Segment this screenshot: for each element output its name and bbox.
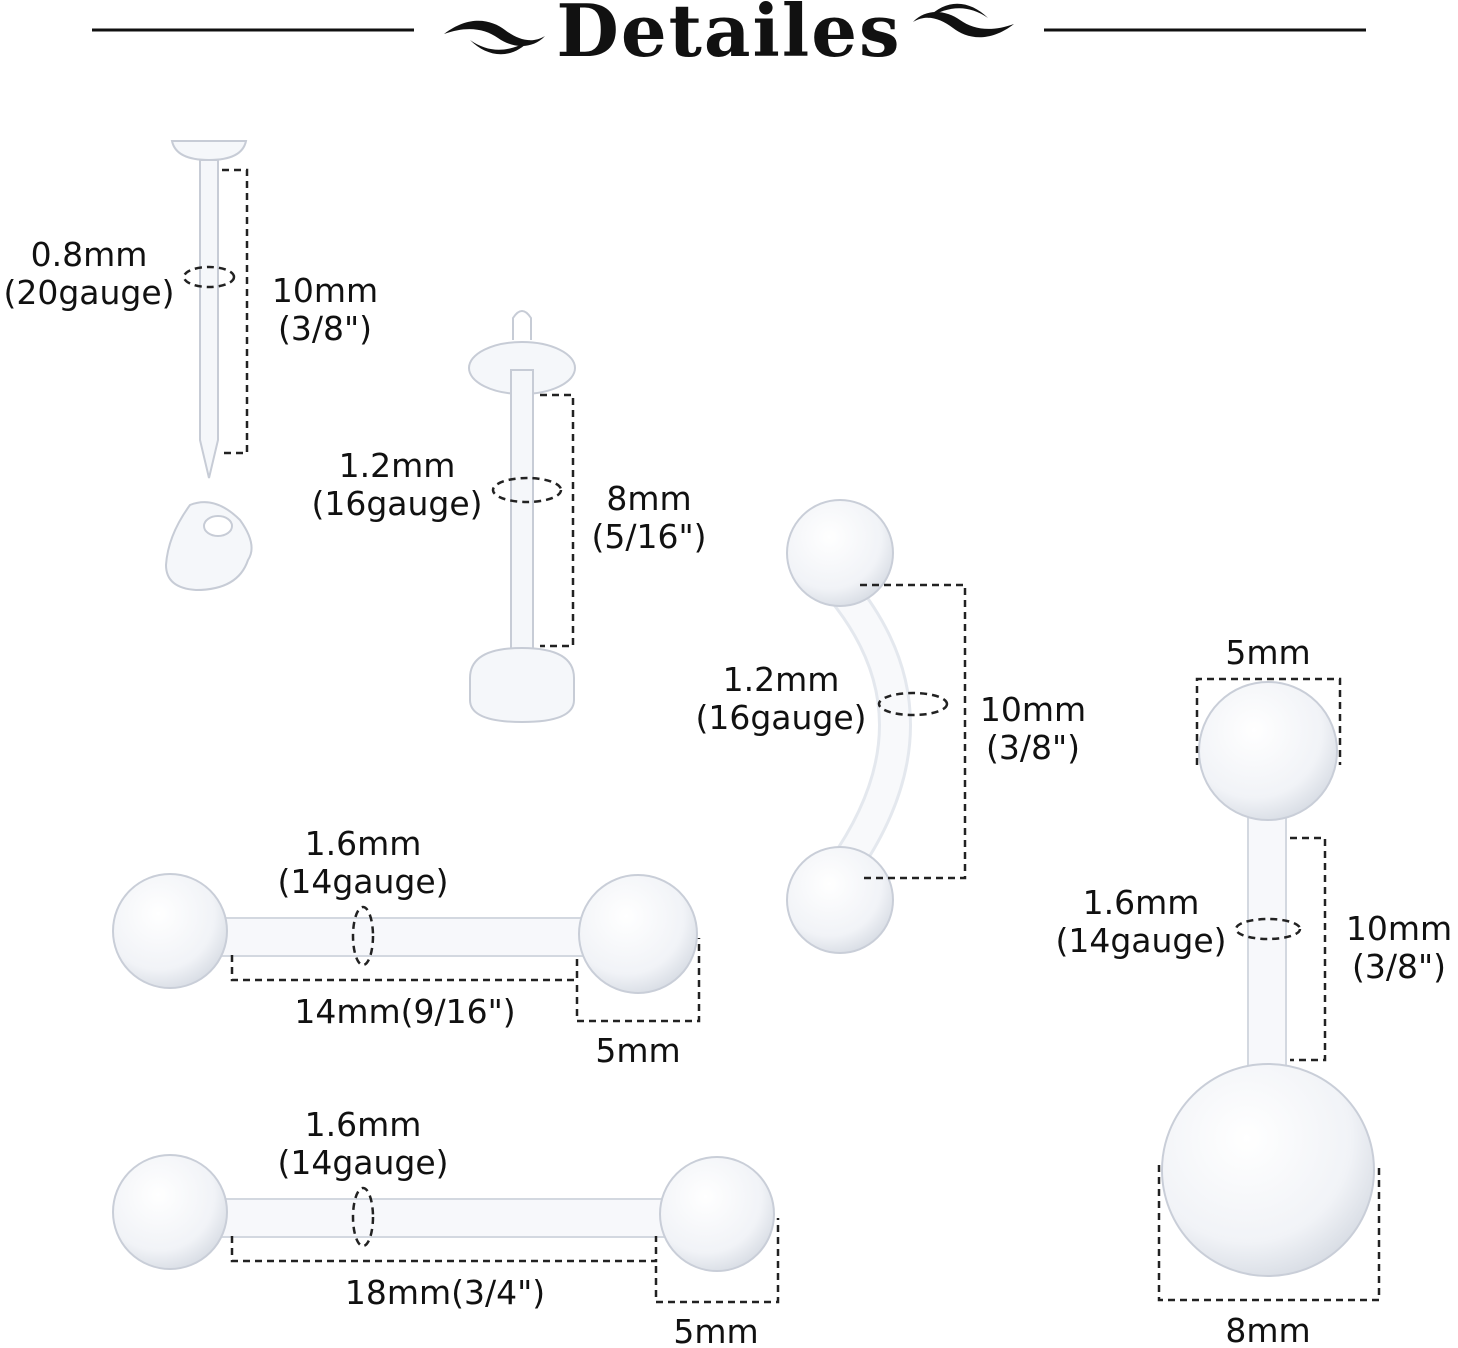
item4-ball-size: 5mm (595, 1031, 681, 1070)
item2-length-mm: 8mm (606, 479, 692, 518)
item6-gauge-mm: 1.6mm (1082, 883, 1200, 922)
item4-gauge-label: (14gauge) (277, 862, 449, 901)
page-title: Detailes (556, 0, 902, 73)
flat-back-labret (468, 310, 576, 724)
item1-length-label: (3/8") (277, 309, 373, 348)
swirl-ornament-right-icon (913, 3, 1014, 38)
item3-gauge-label: (16gauge) (695, 698, 867, 737)
curved-barbell (786, 499, 912, 954)
item3-gauge: 1.2mm (16gauge) (688, 661, 874, 737)
item2-length: 8mm (5/16") (584, 480, 714, 556)
item3-length-label: (3/8") (985, 728, 1081, 767)
item6-gauge: 1.6mm (14gauge) (1046, 884, 1236, 960)
item6-dimension-lines (1157, 677, 1381, 1302)
item4-dimension-lines (230, 905, 701, 1023)
straight-barbell-18mm (112, 1154, 775, 1272)
item3-length-mm: 10mm (979, 690, 1087, 729)
straight-barbell-14mm (112, 873, 698, 994)
item2-length-label: (5/16") (591, 517, 707, 556)
item2-dimension-lines (491, 393, 575, 648)
item1-length: 10mm (3/8") (262, 272, 388, 348)
item4-gauge-mm: 1.6mm (304, 824, 422, 863)
item5-ball-size: 5mm (673, 1312, 759, 1348)
item2-gauge: 1.2mm (16gauge) (304, 447, 490, 523)
item5-gauge-mm: 1.6mm (304, 1105, 422, 1144)
item1-dimension-lines (182, 168, 249, 455)
item6-length-mm: 10mm (1345, 909, 1453, 948)
item6-length-label: (3/8") (1351, 947, 1447, 986)
item1-length-mm: 10mm (271, 271, 379, 310)
item3-length: 10mm (3/8") (970, 691, 1096, 767)
item3-dimension-lines (860, 583, 967, 880)
item6-gauge-label: (14gauge) (1055, 921, 1227, 960)
item5-gauge: 1.6mm (14gauge) (268, 1106, 458, 1182)
item1-gauge: 0.8mm (20gauge) (0, 236, 178, 312)
item1-gauge-label: (20gauge) (3, 273, 175, 312)
item6-bottom-ball-size: 8mm (1225, 1311, 1311, 1348)
item2-gauge-label: (16gauge) (311, 484, 483, 523)
item6-top-ball-size: 5mm (1225, 633, 1311, 672)
item5-dimension-lines (230, 1186, 780, 1304)
item5-gauge-label: (14gauge) (277, 1143, 449, 1182)
item5-length: 18mm(3/4") (344, 1273, 546, 1312)
item4-length: 14mm(9/16") (294, 992, 516, 1031)
item3-gauge-mm: 1.2mm (722, 660, 840, 699)
item1-gauge-mm: 0.8mm (30, 235, 148, 274)
belly-barbell (1161, 681, 1375, 1277)
labret-pin (164, 140, 253, 592)
item4-gauge: 1.6mm (14gauge) (268, 825, 458, 901)
item6-length: 10mm (3/8") (1340, 910, 1458, 986)
item2-gauge-mm: 1.2mm (338, 446, 456, 485)
swirl-ornament-left-icon (444, 20, 545, 55)
